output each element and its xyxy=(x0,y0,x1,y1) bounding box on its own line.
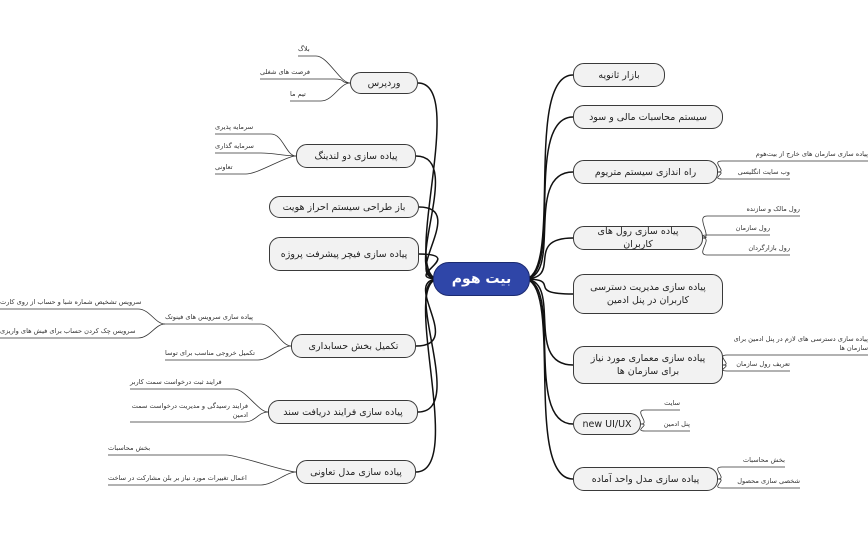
connector xyxy=(415,155,440,280)
leaf-left-1-1[interactable]: سرمایه گذاری xyxy=(215,142,254,150)
central-topic[interactable]: بیت هوم xyxy=(433,262,530,296)
branch-left-3[interactable]: پیاده سازی فیچر پیشرفت پروژه xyxy=(269,237,419,271)
leaf-left-1-2[interactable]: تعاونی xyxy=(215,163,233,171)
connector xyxy=(523,278,574,425)
branch-right-0[interactable]: بازار ثانویه xyxy=(573,63,665,87)
connector xyxy=(415,278,440,347)
branch-right-0-label: بازار ثانویه xyxy=(598,69,640,81)
connector xyxy=(523,116,574,280)
connector xyxy=(640,423,690,432)
connector xyxy=(165,323,292,347)
connector xyxy=(418,253,440,280)
branch-right-3-label: پیاده سازی رول های کاربران xyxy=(597,226,679,250)
connector xyxy=(415,278,440,473)
connector xyxy=(215,155,297,175)
leaf-left-5-1[interactable]: فرایند رسیدگی و مدیریت درخواست سمت ادمین xyxy=(131,402,248,419)
branch-right-3[interactable]: پیاده سازی رول های کاربران xyxy=(573,226,703,250)
branch-left-4-label: تکمیل بخش حسابداری xyxy=(308,340,399,352)
branch-right-6-label: new UI/UX xyxy=(582,418,632,430)
connector xyxy=(108,471,297,486)
central-topic-label: بیت هوم xyxy=(451,270,512,287)
connector xyxy=(722,364,790,372)
branch-right-6[interactable]: new UI/UX xyxy=(573,413,641,435)
branch-right-5[interactable]: پیاده سازی معماری مورد نیاز برای سازمان … xyxy=(573,346,723,384)
leaf-right-2-1[interactable]: وب سایت انگلیسی xyxy=(737,168,790,176)
branch-left-5-label: پیاده سازی فرایند دریافت سند xyxy=(283,406,403,418)
connector xyxy=(290,82,351,102)
connector xyxy=(717,478,800,489)
branch-left-4[interactable]: تکمیل بخش حسابداری xyxy=(291,334,416,358)
connector xyxy=(523,278,574,366)
leaf-right-6-1[interactable]: پنل ادمین xyxy=(663,420,690,428)
connector xyxy=(0,323,166,339)
leaf-right-3-0[interactable]: رول مالک و سازنده xyxy=(746,205,800,213)
branch-right-4[interactable]: پیاده سازی مدیریت دسترسی کاربران در پنل … xyxy=(573,274,723,314)
branch-right-2[interactable]: راه اندازی سیستم متریوم xyxy=(573,160,718,184)
connector xyxy=(298,55,351,84)
connector xyxy=(702,234,770,239)
connector xyxy=(523,278,574,480)
connector xyxy=(108,454,297,473)
connector xyxy=(523,237,574,280)
leaf-left-0-1[interactable]: فرصت های شغلی xyxy=(260,68,311,76)
branch-left-1-label: پیاده سازی دو لندینگ xyxy=(314,150,398,162)
connector xyxy=(260,78,351,84)
leaf-left-4-1[interactable]: تکمیل خروجی مناسب برای توسا xyxy=(165,349,255,357)
leaf-right-3-1[interactable]: رول سازمان xyxy=(735,224,770,232)
leaf-right-5-0[interactable]: پیاده سازی دسترسی های لازم در پنل ادمین … xyxy=(733,335,868,352)
connector xyxy=(417,82,440,280)
leaf-right-3-2[interactable]: رول بازارگردان xyxy=(748,244,790,252)
connector xyxy=(722,354,868,366)
branch-left-2-label: باز طراحی سیستم احراز هویت xyxy=(282,201,406,213)
leaf-left-4-0[interactable]: پیاده سازی سرویس های فینوتک xyxy=(165,313,253,321)
connector xyxy=(0,308,166,325)
branch-left-5[interactable]: پیاده سازی فرایند دریافت سند xyxy=(268,400,418,424)
branch-right-1[interactable]: سیستم محاسبات مالی و سود xyxy=(573,105,723,129)
leaf-right-2-0[interactable]: پیاده سازی سازمان های خارج از بیت‌هوم xyxy=(755,150,868,158)
connector xyxy=(130,388,269,413)
connector xyxy=(717,466,785,480)
connector xyxy=(717,171,790,180)
connector xyxy=(523,278,574,295)
leaf-right-7-0[interactable]: بخش محاسبات xyxy=(742,456,785,464)
connector xyxy=(417,278,440,413)
branch-left-1[interactable]: پیاده سازی دو لندینگ xyxy=(296,144,416,168)
connector xyxy=(165,345,292,361)
branch-right-7[interactable]: پیاده سازی مدل واحد آماده xyxy=(573,467,718,491)
branch-right-1-label: سیستم محاسبات مالی و سود xyxy=(589,111,707,123)
leaf-right-7-1[interactable]: شخصی سازی محصول xyxy=(737,477,800,485)
leaf-left-1-0[interactable]: سرمایه پذیری xyxy=(215,123,254,131)
branch-right-2-label: راه اندازی سیستم متریوم xyxy=(594,166,697,178)
leaf-left-6-1[interactable]: اعمال تغییرات مورد نیاز بر بلن مشارکت در… xyxy=(108,474,247,482)
branch-left-2[interactable]: باز طراحی سیستم احراز هویت xyxy=(269,196,419,218)
branch-left-0-label: وردپرس xyxy=(367,77,401,89)
branch-left-3-label: پیاده سازی فیچر پیشرفت پروژه xyxy=(280,248,408,260)
connector xyxy=(215,133,297,157)
leaf-right-5-1[interactable]: تعریف رول سازمان xyxy=(736,360,790,368)
leaf-left-0-0[interactable]: بلاگ xyxy=(298,45,310,53)
connector xyxy=(717,160,868,173)
sub-leaf-0[interactable]: سرویس تشخیص شماره شبا و حساب از روی کارت xyxy=(0,298,142,306)
connector xyxy=(523,171,574,280)
leaf-right-6-0[interactable]: سایت xyxy=(664,399,680,407)
branch-left-6-label: پیاده سازی مدل تعاونی xyxy=(310,466,402,478)
connector xyxy=(215,152,297,157)
leaf-left-5-0[interactable]: فرایند ثبت درخواست سمت کاربر xyxy=(130,378,222,386)
connector xyxy=(640,409,680,425)
branch-left-6[interactable]: پیاده سازی مدل تعاونی xyxy=(296,460,416,484)
connector xyxy=(130,411,269,423)
branch-right-7-label: پیاده سازی مدل واحد آماده xyxy=(591,473,700,485)
connector xyxy=(702,237,790,256)
branch-right-4-label: پیاده سازی مدیریت دسترسی کاربران در پنل … xyxy=(590,282,706,306)
leaf-left-6-0[interactable]: بخش محاسبات xyxy=(108,444,151,452)
branch-left-0[interactable]: وردپرس xyxy=(350,72,418,94)
sub-leaf-1[interactable]: سرویس چک کردن حساب برای فیش های واریزی xyxy=(0,327,136,335)
connector xyxy=(418,206,440,280)
leaf-left-0-2[interactable]: تیم ما xyxy=(290,90,306,98)
connector xyxy=(523,74,574,280)
branch-right-5-label: پیاده سازی معماری مورد نیاز برای سازمان … xyxy=(590,353,706,377)
